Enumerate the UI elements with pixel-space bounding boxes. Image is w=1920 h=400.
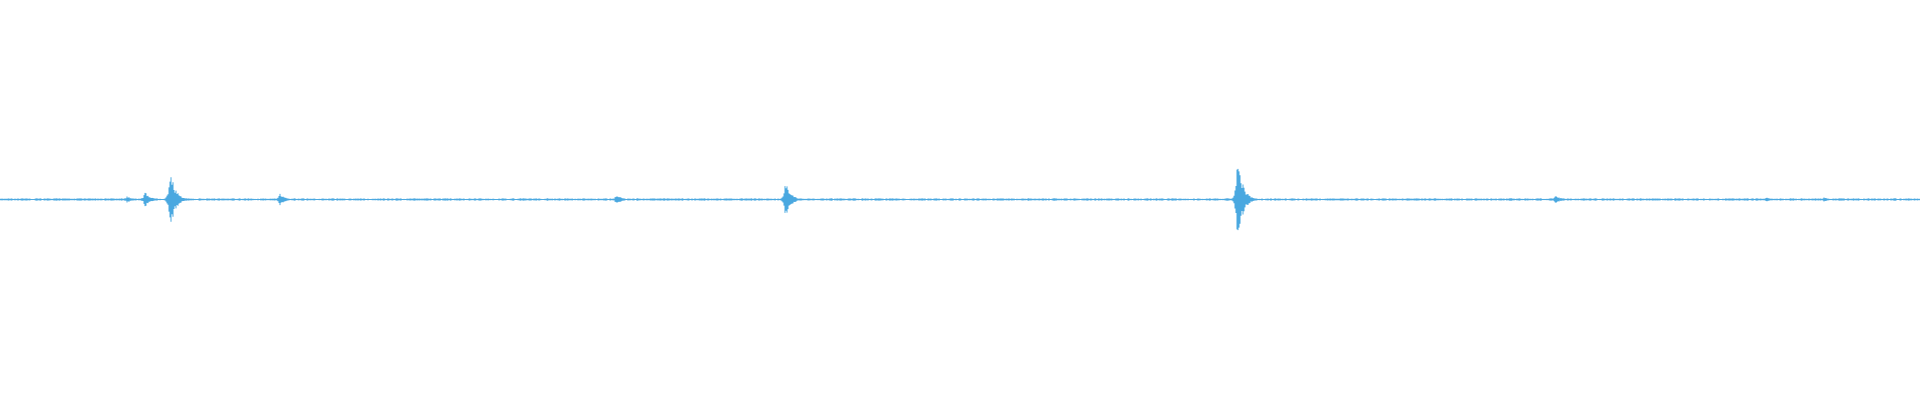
waveform-signal: [0, 168, 1920, 231]
